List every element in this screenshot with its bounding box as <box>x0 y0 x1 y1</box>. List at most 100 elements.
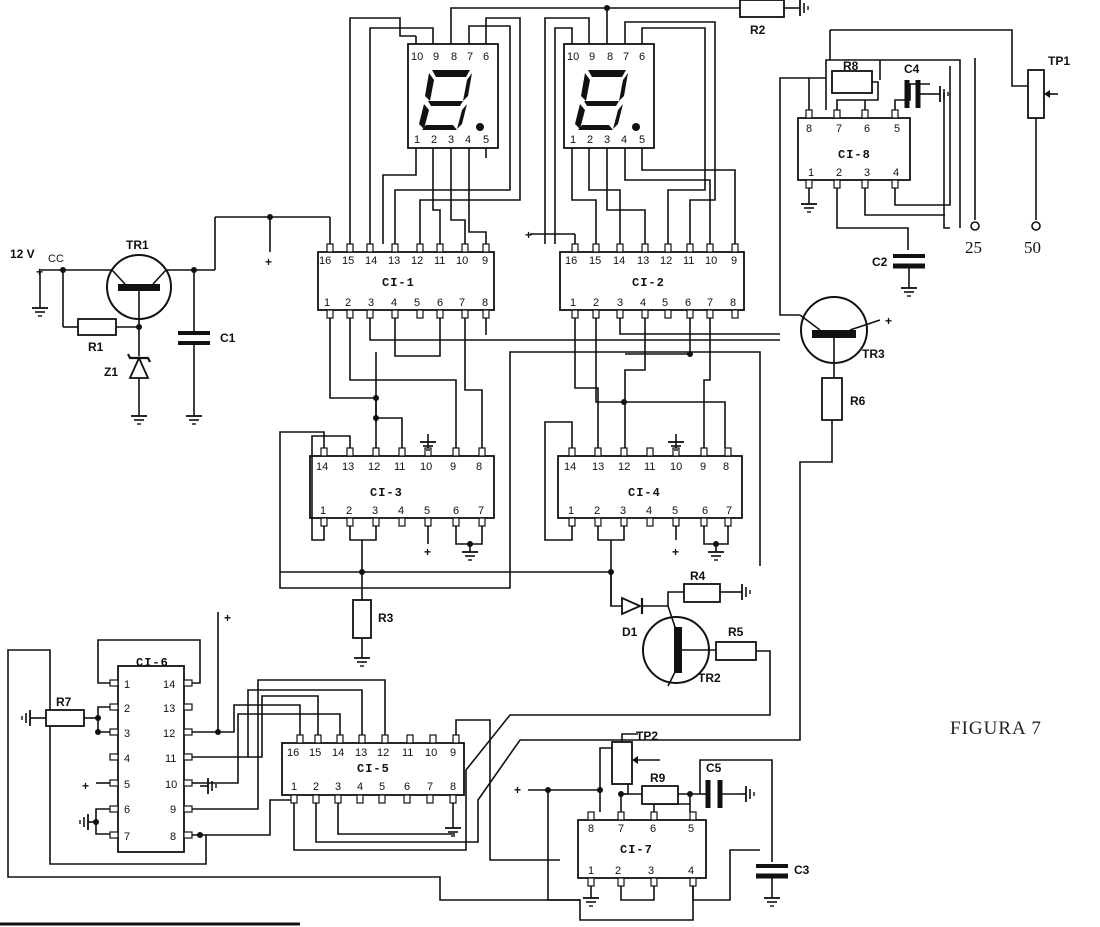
svg-text:11: 11 <box>434 255 445 267</box>
svg-text:16: 16 <box>287 747 299 759</box>
seven-segment-display-1: 10 9 8 7 6 1 2 3 4 5 <box>407 36 499 158</box>
svg-text:3: 3 <box>617 297 623 309</box>
svg-text:8: 8 <box>607 51 613 63</box>
svg-text:12: 12 <box>368 461 380 473</box>
svg-text:2: 2 <box>345 297 351 309</box>
ci8-label: CI-8 <box>838 148 871 162</box>
svg-text:14: 14 <box>163 679 175 691</box>
svg-text:14: 14 <box>316 461 328 473</box>
r5-label: R5 <box>728 625 744 639</box>
diode-d1 <box>610 572 684 616</box>
c2-label: C2 <box>872 255 888 269</box>
svg-text:8: 8 <box>588 823 594 835</box>
svg-text:2: 2 <box>587 134 593 146</box>
capacitor-c2 <box>893 254 925 280</box>
svg-text:6: 6 <box>483 51 489 63</box>
svg-text:6: 6 <box>404 781 410 793</box>
svg-text:16: 16 <box>565 255 577 267</box>
svg-text:4: 4 <box>893 167 899 179</box>
svg-text:4: 4 <box>640 297 646 309</box>
resistor-r1 <box>77 318 117 336</box>
resistor-r2 <box>739 0 785 18</box>
svg-text:6: 6 <box>650 823 656 835</box>
svg-text:12: 12 <box>411 255 423 267</box>
capacitor-c5 <box>700 780 738 808</box>
svg-text:10: 10 <box>705 255 717 267</box>
svg-text:7: 7 <box>726 505 732 517</box>
trimmer-tp2 <box>611 733 638 785</box>
svg-text:+: + <box>424 545 431 559</box>
resistor-r9 <box>641 785 679 805</box>
svg-text:4: 4 <box>688 865 694 877</box>
output-terminal-25 <box>970 221 980 231</box>
svg-text:2: 2 <box>313 781 319 793</box>
resistor-r7 <box>45 709 85 727</box>
transistor-tr2 <box>642 605 716 687</box>
r9-label: R9 <box>650 771 666 785</box>
resistor-r5 <box>715 641 757 661</box>
supply-sub-label: CC <box>48 253 64 265</box>
ci6-wiring <box>7 612 580 901</box>
resistor-r6 <box>821 377 843 421</box>
svg-text:1: 1 <box>291 781 297 793</box>
svg-text:8: 8 <box>170 831 176 843</box>
svg-text:8: 8 <box>730 297 736 309</box>
svg-text:9: 9 <box>731 255 737 267</box>
svg-text:8: 8 <box>723 461 729 473</box>
svg-text:9: 9 <box>700 461 706 473</box>
svg-text:15: 15 <box>342 255 354 267</box>
svg-text:+: + <box>82 779 89 793</box>
svg-text:13: 13 <box>342 461 354 473</box>
svg-text:7: 7 <box>836 123 842 135</box>
svg-text:12: 12 <box>660 255 672 267</box>
capacitor-c3 <box>756 864 788 890</box>
svg-text:15: 15 <box>309 747 321 759</box>
svg-text:9: 9 <box>433 51 439 63</box>
svg-text:7: 7 <box>618 823 624 835</box>
svg-text:6: 6 <box>124 804 130 816</box>
svg-text:1: 1 <box>570 297 576 309</box>
r6-label: R6 <box>850 394 866 408</box>
svg-text:10: 10 <box>456 255 468 267</box>
svg-text:7: 7 <box>467 51 473 63</box>
svg-text:3: 3 <box>604 134 610 146</box>
svg-text:8: 8 <box>451 51 457 63</box>
svg-text:9: 9 <box>589 51 595 63</box>
c4-label: C4 <box>904 62 920 76</box>
ground-icon <box>31 299 49 317</box>
svg-text:1: 1 <box>320 505 326 517</box>
svg-text:15: 15 <box>589 255 601 267</box>
svg-text:11: 11 <box>394 461 405 473</box>
ci5-label: CI-5 <box>357 762 390 776</box>
svg-text:13: 13 <box>163 703 175 715</box>
svg-text:14: 14 <box>613 255 625 267</box>
transistor-tr3 <box>799 296 881 378</box>
svg-text:5: 5 <box>124 779 130 791</box>
svg-text:3: 3 <box>124 728 130 740</box>
svg-text:2: 2 <box>124 703 130 715</box>
svg-text:1: 1 <box>414 134 420 146</box>
svg-text:2: 2 <box>593 297 599 309</box>
c3-label: C3 <box>794 863 810 877</box>
svg-text:5: 5 <box>379 781 385 793</box>
svg-text:5: 5 <box>414 297 420 309</box>
svg-text:12: 12 <box>377 747 389 759</box>
resistor-r4 <box>683 583 721 603</box>
svg-text:7: 7 <box>124 831 130 843</box>
svg-text:4: 4 <box>621 134 627 146</box>
svg-text:5: 5 <box>424 505 430 517</box>
power-supply: 12 V CC + R1 TR1 Z1 C1 <box>10 214 331 425</box>
svg-text:10: 10 <box>567 51 579 63</box>
svg-text:3: 3 <box>864 167 870 179</box>
svg-text:3: 3 <box>372 505 378 517</box>
svg-text:4: 4 <box>357 781 363 793</box>
svg-text:2: 2 <box>431 134 437 146</box>
svg-text:9: 9 <box>170 804 176 816</box>
output-25-label: 25 <box>965 238 982 257</box>
